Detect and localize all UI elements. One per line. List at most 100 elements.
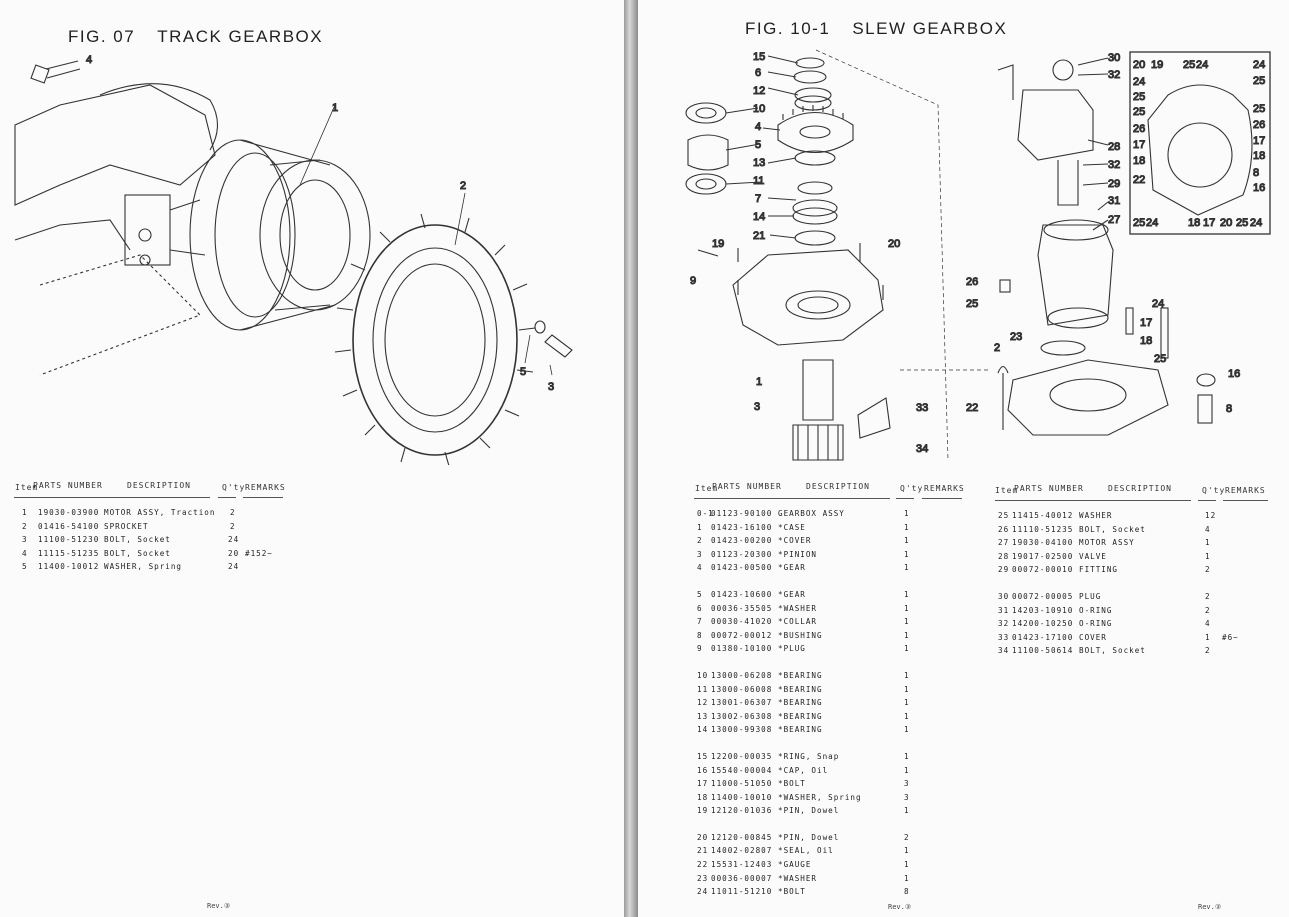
- svg-text:22: 22: [1133, 174, 1145, 186]
- callout-19: 19: [712, 238, 724, 250]
- callout-14: 14: [753, 211, 765, 223]
- callout-3: 3: [754, 401, 760, 413]
- callout-9: 9: [690, 275, 696, 287]
- callout-1: 1: [756, 376, 762, 388]
- fig-number: FIG. 10-1: [745, 19, 831, 38]
- callout-28: 28: [1108, 141, 1120, 153]
- callout-25: 25: [1154, 353, 1166, 365]
- svg-text:18: 18: [1188, 217, 1200, 229]
- callout-27: 27: [1108, 214, 1120, 226]
- header-rule: [1198, 500, 1216, 501]
- callout-26: 26: [966, 276, 978, 288]
- header-rule: [922, 498, 962, 499]
- revision-mark: Rev.③: [1198, 903, 1222, 911]
- svg-text:17: 17: [1253, 135, 1265, 147]
- col-header-qty: Q'ty: [222, 483, 246, 492]
- slew-gearbox-drawing: 15 6 12 10 4 5 13 11 7 14 21 19 9 20 1 3…: [685, 49, 1271, 461]
- callout-11: 11: [753, 175, 764, 187]
- callout-33: 33: [916, 402, 928, 414]
- svg-text:17: 17: [1203, 217, 1215, 229]
- track-gearbox-drawing: 4 1 2 5 3: [14, 53, 573, 465]
- header-rule: [243, 497, 283, 498]
- svg-text:24: 24: [1250, 217, 1262, 229]
- col-header-parts-number: PARTS NUMBER: [33, 481, 103, 490]
- callout-2: 2: [460, 180, 466, 192]
- callout-24: 24: [1152, 298, 1164, 310]
- svg-text:24: 24: [1253, 59, 1265, 71]
- col-header-description: DESCRIPTION: [127, 481, 191, 490]
- svg-text:8: 8: [1253, 167, 1259, 179]
- callout-25: 25: [966, 298, 978, 310]
- col-header-qty: Q'ty: [1202, 486, 1226, 495]
- callout-7: 7: [755, 193, 761, 205]
- callout-12: 12: [753, 85, 765, 97]
- callout-4: 4: [86, 54, 92, 66]
- col-header-remarks: REMARKS: [245, 483, 286, 492]
- callout-2: 2: [994, 342, 1000, 354]
- callout-32: 32: [1108, 159, 1120, 171]
- callout-8: 8: [1226, 403, 1232, 415]
- callout-1: 1: [332, 102, 338, 114]
- svg-text:25: 25: [1253, 103, 1265, 115]
- header-rule: [1223, 500, 1268, 501]
- col-header-item: Item: [995, 486, 1019, 495]
- fig-name: TRACK GEARBOX: [157, 27, 324, 46]
- col-header-qty: Q'ty: [900, 484, 924, 493]
- callout-20: 20: [888, 238, 900, 250]
- svg-text:26: 26: [1253, 119, 1265, 131]
- svg-text:19: 19: [1151, 59, 1163, 71]
- svg-text:20: 20: [1220, 217, 1232, 229]
- svg-text:25: 25: [1253, 75, 1265, 87]
- callout-34: 34: [916, 443, 928, 455]
- svg-text:24: 24: [1196, 59, 1208, 71]
- col-header-parts-number: PARTS NUMBER: [1014, 484, 1084, 493]
- svg-text:17: 17: [1133, 139, 1145, 151]
- callout-18: 18: [1140, 335, 1152, 347]
- callout-5: 5: [520, 366, 526, 378]
- header-rule: [218, 497, 236, 498]
- col-header-description: DESCRIPTION: [806, 482, 870, 491]
- header-rule: [14, 497, 210, 498]
- col-header-remarks: REMARKS: [1225, 486, 1266, 495]
- svg-text:18: 18: [1133, 155, 1145, 167]
- svg-text:20: 20: [1133, 59, 1145, 71]
- callout-31: 31: [1108, 195, 1120, 207]
- header-rule: [995, 500, 1191, 501]
- svg-text:24: 24: [1146, 217, 1158, 229]
- col-header-parts-number: PARTS NUMBER: [712, 482, 782, 491]
- callout-3: 3: [548, 381, 554, 393]
